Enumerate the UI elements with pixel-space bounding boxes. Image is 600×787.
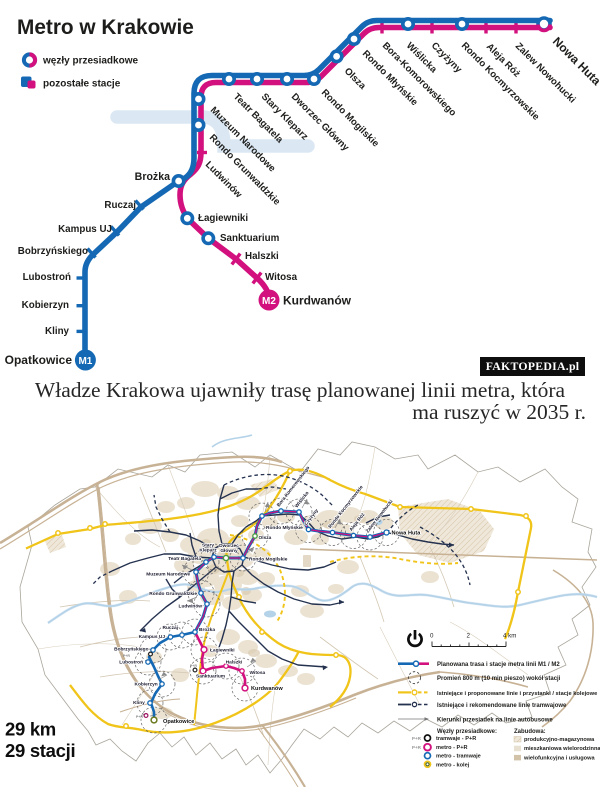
svg-text:Sanktuarium: Sanktuarium [220,233,280,244]
svg-text:Sanktuarium: Sanktuarium [196,674,225,680]
svg-text:metro - P+R: metro - P+R [436,745,468,751]
svg-text:Muzeum Narodowe: Muzeum Narodowe [146,572,190,578]
svg-text:Kurdwanów: Kurdwanów [251,686,283,692]
svg-text:tramwaje - P+R: tramwaje - P+R [436,736,476,742]
svg-text:Kliny: Kliny [133,700,145,706]
svg-text:Kobierzyn: Kobierzyn [22,300,69,311]
svg-text:29 km: 29 km [5,719,56,740]
svg-text:Halszki: Halszki [226,660,243,666]
svg-text:Opatkowice: Opatkowice [163,719,194,725]
svg-text:Kobierzyn: Kobierzyn [134,682,157,688]
svg-text:Kleparz: Kleparz [199,548,217,554]
svg-text:Brożka: Brożka [135,171,170,183]
svg-text:P+R: P+R [190,664,197,668]
svg-text:P+R: P+R [412,745,422,750]
svg-text:wielofunkcyjna i usługowa: wielofunkcyjna i usługowa [523,755,595,761]
svg-text:Nowa Huta: Nowa Huta [392,531,422,537]
svg-text:P+R: P+R [412,736,422,741]
svg-text:Witosa: Witosa [265,272,298,283]
svg-text:Kampus UJ: Kampus UJ [139,634,166,640]
svg-text:Olsza: Olsza [342,66,368,92]
svg-text:Promień 800 m (10 min pieszo): Promień 800 m (10 min pieszo) wokół stac… [437,676,561,682]
svg-text:Ruczaj: Ruczaj [104,200,136,211]
svg-text:Lubostroń: Lubostroń [23,272,71,283]
svg-text:pozostałe stacje: pozostałe stacje [43,79,121,90]
svg-text:Rondo Młyńskie: Rondo Młyńskie [266,525,303,531]
svg-text:Dworzec: Dworzec [219,543,239,549]
svg-text:Łagiewniki: Łagiewniki [198,213,248,224]
svg-text:Zabudowa:: Zabudowa: [514,729,546,735]
svg-text:Rondo Mogilskie: Rondo Mogilskie [249,557,288,563]
svg-text:Bobrzyńskiego: Bobrzyńskiego [18,246,88,257]
svg-text:produkcyjno-magazynowa: produkcyjno-magazynowa [524,737,595,743]
svg-text:Kierunki przesiadek na linie a: Kierunki przesiadek na linie autobusowe [437,717,553,723]
svg-text:metro - tramwaje: metro - tramwaje [436,754,481,760]
svg-text:M2: M2 [262,296,276,307]
svg-text:P+R: P+R [136,715,143,719]
svg-text:Teatr Bagatela: Teatr Bagatela [168,556,201,562]
svg-text:węzły przesiadkowe: węzły przesiadkowe [42,56,138,67]
svg-text:Istniejące i rekomendowane lin: Istniejące i rekomendowane linie tramwaj… [437,703,567,709]
svg-text:Kliny: Kliny [45,326,70,337]
svg-text:Metro w Krakowie: Metro w Krakowie [17,16,194,39]
svg-text:0: 0 [430,633,434,640]
svg-text:M1: M1 [78,356,92,367]
svg-text:Łagiewniki: Łagiewniki [210,648,235,654]
svg-text:29 stacji: 29 stacji [5,740,75,761]
svg-text:2: 2 [467,633,471,640]
svg-text:Rondo Mogilskie: Rondo Mogilskie [319,87,381,149]
svg-text:P+R: P+R [123,654,130,658]
svg-text:Istniejące i proponowane linie: Istniejące i proponowane linie i przysta… [437,691,597,697]
svg-text:Główny: Główny [220,548,238,554]
svg-text:Bobrzyńskiego: Bobrzyńskiego [114,647,148,653]
svg-text:Witosa: Witosa [250,670,266,676]
svg-text:Stary: Stary [202,543,214,549]
svg-text:Kampus UJ: Kampus UJ [58,224,112,235]
svg-text:4 km: 4 km [503,633,516,640]
svg-text:Halszki: Halszki [245,251,279,262]
svg-text:Węzły przesiadkowe:: Węzły przesiadkowe: [437,729,497,735]
svg-text:mieszkaniowa wielorodzinna: mieszkaniowa wielorodzinna [524,746,600,752]
svg-text:Brożka: Brożka [199,627,215,633]
svg-text:Rondo Grunwaldzkie: Rondo Grunwaldzkie [149,591,197,597]
svg-text:Lubostroń: Lubostroń [119,660,143,666]
svg-text:Wiślicka: Wiślicka [294,490,311,509]
svg-text:Opatkowice: Opatkowice [5,353,73,367]
svg-text:metro - kolej: metro - kolej [436,762,470,768]
svg-text:Planowana trasa i stacje metra: Planowana trasa i stacje metra linii M1 … [437,662,560,668]
svg-text:Ruczaj: Ruczaj [163,625,178,631]
svg-text:Olsza: Olsza [259,535,272,541]
svg-text:Ludwinów: Ludwinów [179,604,203,610]
svg-text:Kurdwanów: Kurdwanów [283,294,352,308]
